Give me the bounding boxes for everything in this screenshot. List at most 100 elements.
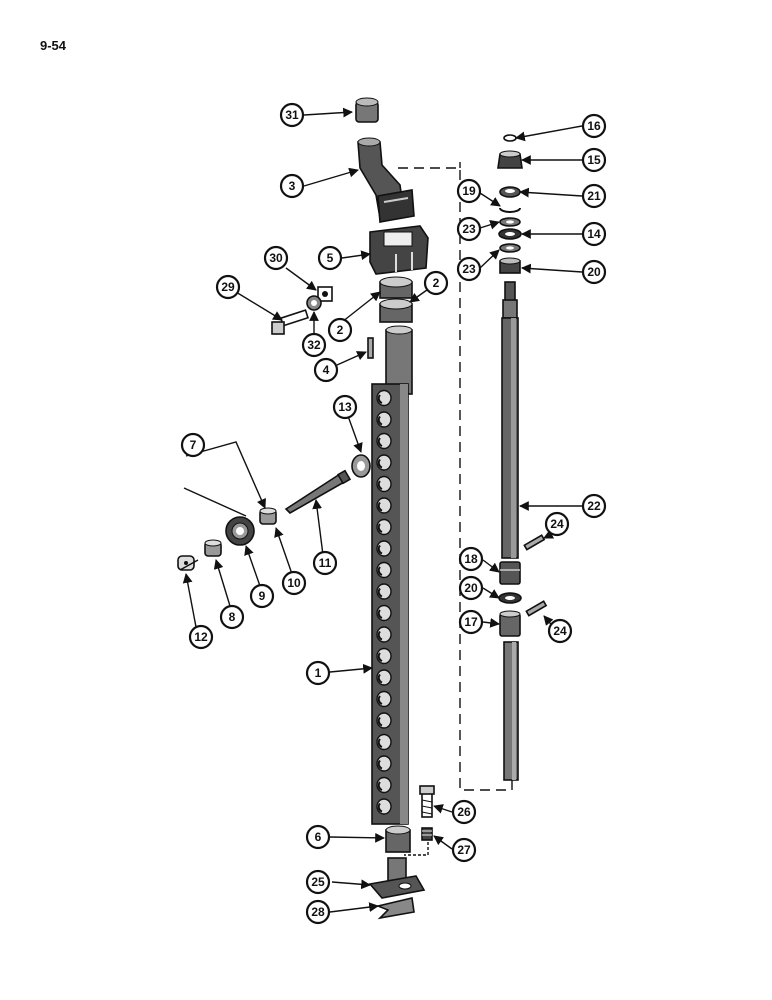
nut-15	[497, 150, 523, 169]
callout-1: 1	[305, 660, 331, 686]
svg-text:31: 31	[285, 108, 299, 122]
callout-13: 13	[332, 394, 358, 420]
svg-text:17: 17	[464, 615, 478, 629]
svg-text:14: 14	[587, 227, 601, 241]
svg-text:32: 32	[307, 338, 321, 352]
svg-text:21: 21	[587, 189, 601, 203]
svg-text:26: 26	[457, 805, 471, 819]
callout-24-upper: 24	[544, 511, 570, 537]
callout-18: 18	[458, 546, 484, 572]
bushing-lower-2	[379, 298, 413, 323]
svg-text:23: 23	[462, 262, 476, 276]
svg-text:6: 6	[315, 830, 322, 844]
callout-25: 25	[305, 869, 331, 895]
callout-27: 27	[451, 837, 477, 863]
column-hole-shade	[377, 394, 383, 404]
adjuster-9	[225, 516, 255, 546]
column-hole-shade	[377, 566, 383, 576]
column-hole-shade	[377, 544, 383, 555]
column-hole-shade	[377, 781, 383, 791]
column-hole-shade	[377, 415, 383, 426]
callout-22: 22	[581, 493, 607, 519]
column-hole-shade	[377, 673, 383, 684]
svg-text:25: 25	[311, 875, 325, 889]
cap-12	[177, 555, 195, 571]
column-hole-shade	[377, 501, 383, 512]
callout-14: 14	[581, 221, 607, 247]
callout-6: 6	[305, 824, 331, 850]
column-hole-shade	[377, 695, 383, 705]
svg-text:7: 7	[190, 438, 197, 452]
column-hole-shade	[377, 738, 383, 748]
callout-5: 5	[317, 245, 343, 271]
bushing-20-lower	[498, 592, 522, 604]
svg-text:11: 11	[319, 556, 332, 570]
callout-3: 3	[279, 173, 305, 199]
callout-17: 17	[458, 609, 484, 635]
bearing-14	[498, 228, 522, 240]
column-hole-shade	[377, 480, 383, 490]
svg-text:24: 24	[550, 517, 564, 531]
assembly-dashed-line	[398, 167, 513, 791]
washer-21	[499, 186, 521, 198]
column-hole-shade	[377, 437, 383, 447]
callout-32: 32	[301, 332, 327, 358]
bearing-10	[259, 507, 277, 525]
column-hole-shade	[377, 609, 383, 619]
callout-20-lower: 20	[458, 575, 484, 601]
washer-23-upper	[499, 217, 521, 227]
nut-32	[306, 295, 322, 311]
clip-16	[503, 134, 517, 142]
bearing-8	[204, 539, 222, 557]
bushing-upper-2	[379, 276, 413, 299]
svg-text:23: 23	[462, 222, 476, 236]
svg-text:5: 5	[327, 251, 334, 265]
svg-text:13: 13	[338, 400, 352, 414]
callout-30: 30	[263, 245, 289, 271]
lock-plate-30	[317, 286, 333, 302]
ring-19	[499, 207, 521, 213]
svg-text:2: 2	[337, 323, 344, 337]
callout-28: 28	[305, 899, 331, 925]
washer-13	[351, 454, 371, 478]
svg-text:9: 9	[259, 589, 266, 603]
svg-text:2: 2	[433, 276, 440, 290]
column-hole-shade	[377, 802, 383, 813]
pin-24-lower	[525, 600, 548, 617]
callout-29: 29	[215, 274, 241, 300]
svg-text:27: 27	[457, 843, 471, 857]
column-hole-shade	[377, 716, 383, 727]
svg-text:19: 19	[462, 184, 476, 198]
svg-text:3: 3	[289, 179, 296, 193]
column-holes	[376, 389, 392, 815]
bushing-20-upper	[499, 257, 521, 274]
clip-28	[375, 897, 415, 920]
page-number: 9-54	[40, 38, 67, 53]
pin-24-upper	[523, 534, 546, 551]
roll-pin-4	[367, 337, 374, 359]
coupler-18	[499, 561, 521, 585]
callout-8: 8	[219, 604, 245, 630]
callout-23-upper: 23	[456, 216, 482, 242]
svg-text:10: 10	[287, 576, 301, 590]
callout-7: 7	[180, 432, 206, 458]
svg-text:4: 4	[323, 363, 330, 377]
svg-text:16: 16	[587, 119, 601, 133]
column-hole-shade	[377, 759, 383, 770]
column-hole-shade	[377, 458, 383, 469]
callout-23-lower: 23	[456, 256, 482, 282]
svg-text:1: 1	[315, 666, 322, 680]
bolt-26	[419, 785, 435, 818]
svg-text:24: 24	[553, 624, 567, 638]
shaft-22	[501, 281, 519, 559]
callout-19: 19	[456, 178, 482, 204]
svg-text:15: 15	[587, 153, 601, 167]
spring-27	[421, 827, 433, 841]
callout-12: 12	[188, 624, 214, 650]
callout-9: 9	[249, 583, 275, 609]
pedal-arm-25	[368, 857, 426, 899]
coupler-17	[499, 610, 521, 637]
svg-text:8: 8	[229, 610, 236, 624]
callout-15: 15	[581, 147, 607, 173]
